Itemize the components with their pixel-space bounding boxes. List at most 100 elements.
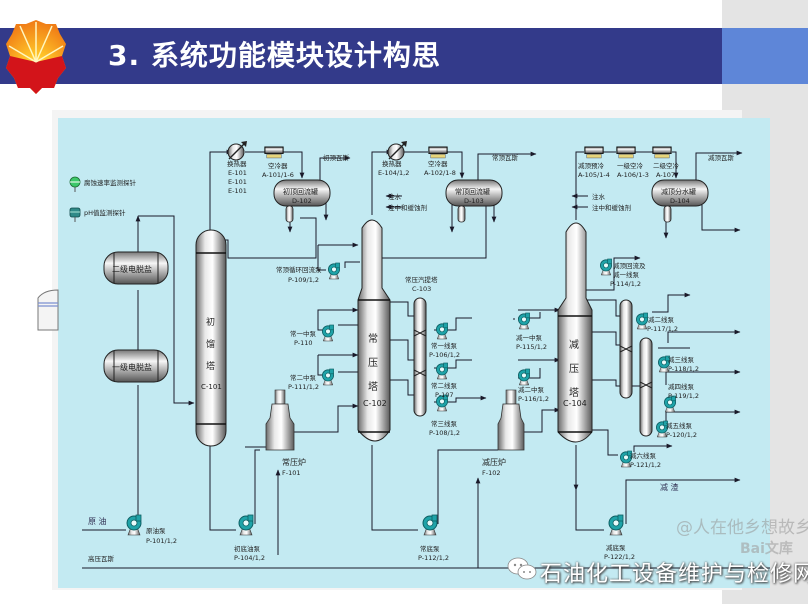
desalter-2-label: 二级电脱盐 (112, 264, 152, 274)
p101-name: 原油泵 (146, 526, 166, 535)
vacuum-stripper-1[interactable] (619, 299, 633, 399)
stream-initial-top-gas: 初顶瓦斯 (323, 153, 350, 162)
p116-name: 减二中泵 (518, 385, 545, 394)
c101-id: C-101 (201, 383, 222, 391)
c102-char-2: 压 (368, 357, 378, 369)
air-cooler-a101-icon (264, 146, 284, 159)
c103-name: 常压汽提塔 (405, 275, 438, 284)
desalter-1-label: 一级电脱盐 (112, 362, 152, 372)
d103-id: D-103 (464, 197, 484, 205)
c101-char-1: 初 (206, 316, 215, 328)
furnace-f101[interactable] (265, 389, 295, 451)
d102-name: 初顶回流罐 (283, 187, 318, 196)
p111-name: 常二中泵 (290, 373, 317, 382)
title-bar (0, 28, 722, 84)
stream-neutralizer-2: 注中和缓蚀剂 (592, 203, 631, 212)
drum-d102[interactable] (273, 179, 331, 223)
drum-d103[interactable] (445, 179, 503, 223)
c102-id: C-102 (363, 399, 387, 408)
stream-water-2: 注水 (592, 192, 606, 201)
desalter-1[interactable] (103, 349, 169, 383)
site-watermark: 石油化工设备维护与检修网 (540, 562, 808, 587)
p122-id: P-122/1,2 (604, 553, 635, 561)
d104-id: D-104 (670, 197, 690, 205)
p108-name: 常三线泵 (431, 419, 458, 428)
c103-id: C-103 (412, 285, 431, 293)
green-probe-icon (69, 176, 81, 192)
e101-id-2: E-101 (228, 178, 247, 186)
d103-name: 常顶回流罐 (455, 187, 490, 196)
e101-id-1: E-101 (228, 169, 247, 177)
stream-vac-top-gas: 减顶瓦斯 (708, 153, 735, 162)
legend-label-corrosion: 腐蚀速率监测探针 (84, 178, 137, 187)
e101-id-3: E-101 (228, 187, 247, 195)
stream-water-1: 注水 (388, 192, 402, 201)
column-c104[interactable] (557, 222, 593, 443)
a102-id: A-102/1-8 (424, 169, 456, 177)
petrochina-logo-icon (6, 20, 66, 94)
a105-name: 减顶预冷 (578, 161, 605, 170)
f102-id: F-102 (482, 469, 501, 477)
air-cooler-a102-icon (428, 146, 448, 159)
p106-name: 常一线泵 (431, 341, 458, 350)
p110-name: 常一中泵 (290, 329, 317, 338)
title-bar-accent (722, 28, 808, 84)
p116-id: P-116/1,2 (518, 395, 549, 403)
stripper-c103[interactable] (413, 297, 427, 417)
c102-char-1: 常 (368, 332, 378, 345)
c101-char-2: 馏 (206, 338, 215, 350)
p111-id: P-111/1,2 (288, 383, 319, 391)
p114-name-line2: 减一线泵 (613, 270, 640, 279)
a101-name: 空冷器 (268, 161, 288, 170)
pump-p115-icon (517, 312, 531, 330)
drum-d104[interactable] (651, 179, 709, 223)
p117-id: P-117/1,2 (647, 325, 678, 333)
stream-atm-top-gas: 常顶瓦斯 (492, 153, 519, 162)
a106-name: 一级空冷 (617, 161, 644, 170)
p109-name: 常顶循环回流泵 (276, 265, 322, 274)
p106-id: P-106/1,2 (429, 351, 460, 359)
vacuum-stripper-2[interactable] (639, 337, 653, 437)
p120-name: 减五线泵 (666, 421, 693, 430)
desalter-2[interactable] (103, 251, 169, 285)
p121-name: 减六线泵 (630, 451, 657, 460)
pump-p106-icon (435, 322, 449, 340)
a102-name: 空冷器 (428, 159, 448, 168)
c102-char-3: 塔 (368, 380, 378, 393)
pump-p110-icon (321, 324, 335, 342)
p119-name: 减四线泵 (668, 382, 695, 391)
column-c102[interactable] (357, 219, 391, 442)
c104-char-3: 塔 (569, 386, 579, 399)
pump-p107-icon (435, 362, 449, 380)
a105-id: A-105/1-4 (578, 171, 610, 179)
wechat-icon (507, 557, 537, 580)
pump-p116-icon (517, 368, 531, 386)
f101-id: F-101 (282, 469, 301, 477)
a107-id: A-107 (656, 171, 675, 179)
p117-name: 减二线泵 (648, 315, 675, 324)
p107-id: P-107 (435, 391, 454, 399)
pump-p104-icon (238, 514, 254, 536)
furnace-f102[interactable] (497, 389, 525, 451)
offscreen-vessel (37, 289, 59, 331)
pump-p101-icon (126, 514, 142, 536)
p108-id: P-108/1,2 (429, 429, 460, 437)
e101-name: 换热器 (227, 159, 247, 168)
pump-p109-icon (327, 262, 341, 280)
pump-p111-icon (321, 368, 335, 386)
stream-hp-gas: 高压瓦斯 (88, 554, 115, 563)
baidu-watermark: Bai文库 (740, 541, 793, 557)
pump-p114-icon (599, 258, 613, 276)
column-c101[interactable] (195, 229, 227, 447)
p104-id: P-104/1,2 (234, 554, 265, 562)
p118-name: 减三线泵 (668, 355, 695, 364)
p110-id: P-110 (294, 339, 313, 347)
p122-name: 减底泵 (606, 543, 626, 552)
p114-name-line1: 减顶回流及 (613, 261, 646, 270)
p101-id: P-101/1,2 (146, 537, 177, 545)
stream-vac-residue: 减 渣 (660, 482, 679, 492)
air-cooler-a105-icon (584, 146, 604, 159)
p121-id: P-121/1,2 (630, 461, 661, 469)
p104-name: 初底油泵 (234, 544, 261, 553)
